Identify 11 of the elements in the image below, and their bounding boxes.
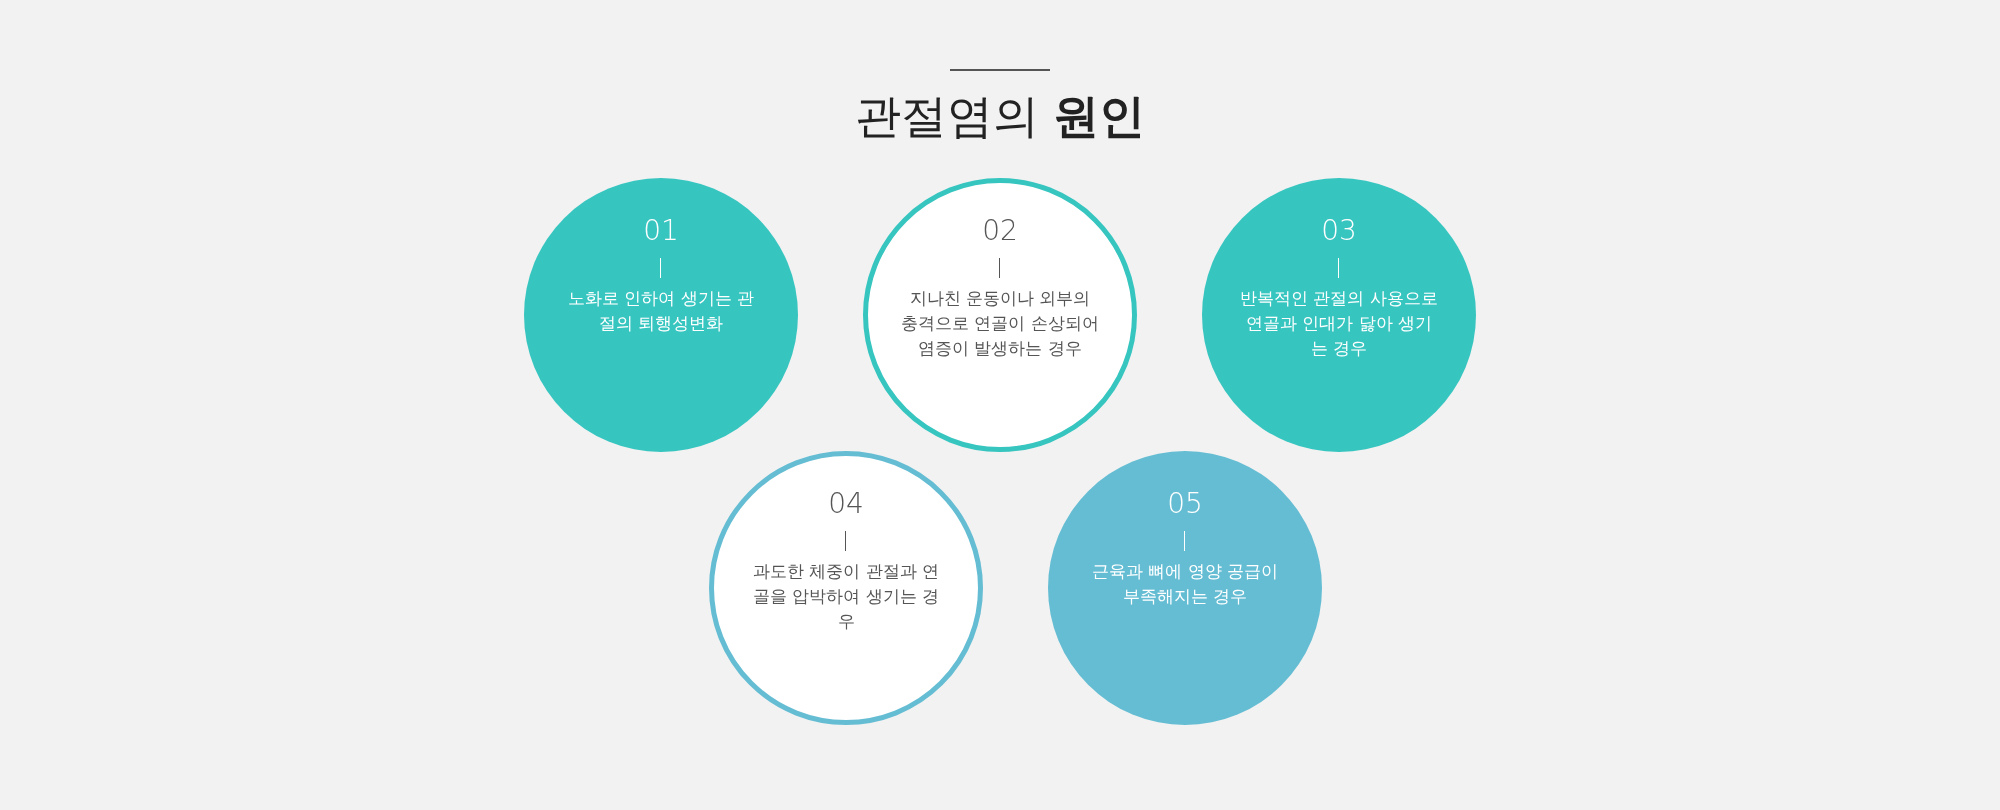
step-number: 02: [981, 214, 1019, 247]
cause-text: 근육과 뼈에 영양 공급이 부족해지는 경우: [1090, 560, 1280, 608]
cause-text: 지나친 운동이나 외부의 충격으로 연골이 손상되어 염증이 발생하는 경우: [900, 287, 1100, 360]
step-number: 03: [1320, 214, 1358, 247]
step-number: 04: [827, 487, 865, 520]
page-title: 관절염의 원인: [853, 88, 1147, 145]
cause-text: 과도한 체중이 관절과 연골을 압박하여 생기는 경우: [751, 560, 941, 633]
step-number: 05: [1166, 487, 1204, 520]
cause-text: 반복적인 관절의 사용으로 연골과 인대가 닳아 생기는 경우: [1239, 287, 1439, 360]
step-number: 01: [642, 214, 680, 247]
cause-text: 노화로 인하여 생기는 관절의 퇴행성변화: [566, 287, 756, 335]
